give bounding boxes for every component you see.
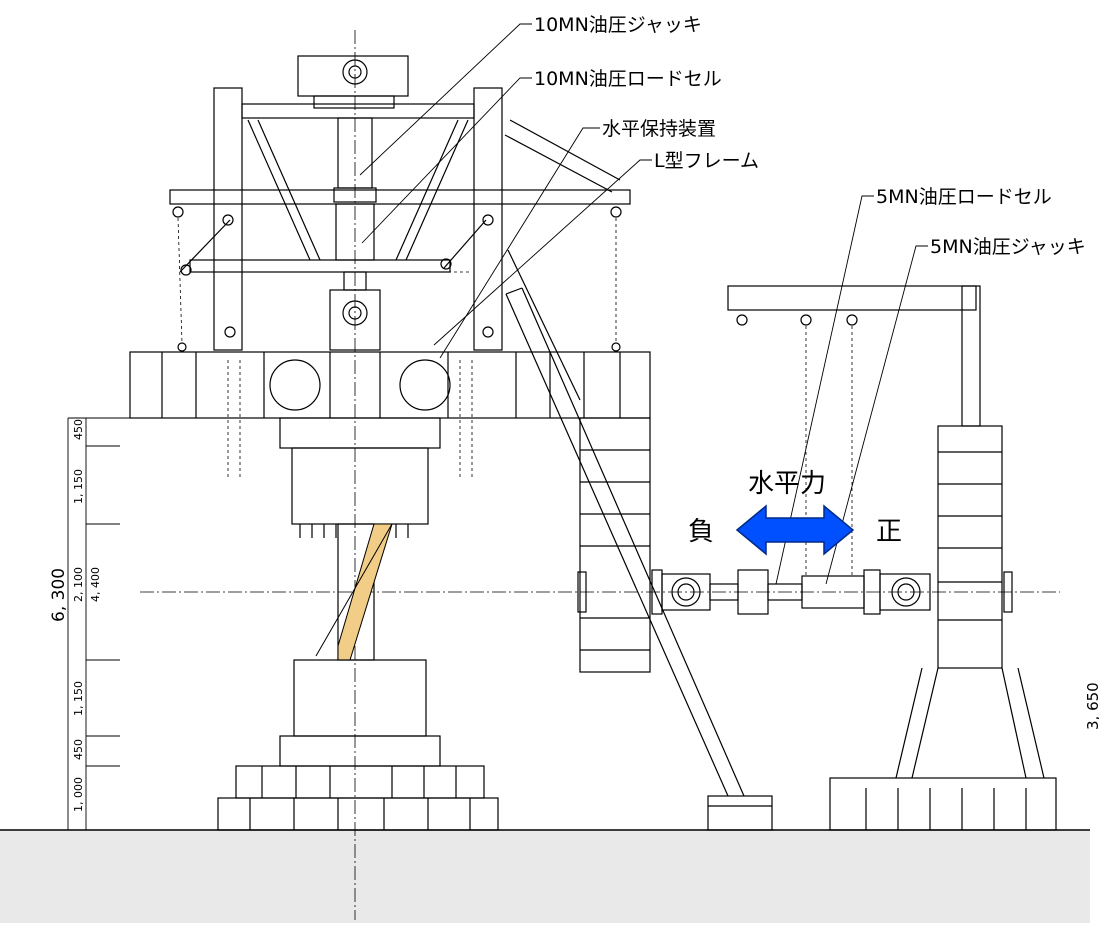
dim-450-top: 450 bbox=[72, 419, 85, 440]
horizontal-holder-strut bbox=[505, 249, 773, 831]
callout-leaders bbox=[359, 23, 928, 585]
right-reaction-frame bbox=[727, 285, 1057, 831]
dim-2100: 2, 100 bbox=[72, 567, 85, 602]
dim-1150-top: 1, 150 bbox=[72, 469, 85, 504]
hanger-rods bbox=[177, 217, 617, 480]
callout-5mn-loadcell: 5MN油圧ロードセル bbox=[876, 186, 1052, 208]
upper-loading-block bbox=[279, 417, 441, 538]
upper-loading-frame bbox=[169, 55, 631, 352]
dim-1150-bottom: 1, 150 bbox=[72, 681, 85, 716]
horizontal-force-label: 水平力 bbox=[748, 469, 826, 499]
lower-footing bbox=[217, 659, 499, 831]
horizontal-actuator bbox=[577, 569, 1013, 615]
l-frame bbox=[129, 351, 651, 673]
callout-10mn-loadcell: 10MN油圧ロードセル bbox=[534, 68, 722, 90]
ground bbox=[0, 830, 1090, 923]
callout-horizontal-holder: 水平保持装置 bbox=[602, 118, 716, 140]
callout-5mn-jack: 5MN油圧ジャッキ bbox=[930, 236, 1086, 258]
dim-right-3650: 3, 650 bbox=[1084, 682, 1099, 730]
horizontal-force-arrow bbox=[735, 504, 855, 556]
callout-10mn-jack: 10MN油圧ジャッキ bbox=[534, 14, 702, 36]
positive-direction-label: 正 bbox=[876, 517, 902, 547]
dim-450-bottom: 450 bbox=[72, 739, 85, 760]
dim-total-6300: 6, 300 bbox=[49, 568, 69, 622]
negative-direction-label: 負 bbox=[688, 517, 714, 547]
dim-1000: 1, 000 bbox=[72, 777, 85, 812]
dimension-lines bbox=[67, 417, 130, 831]
callout-l-frame: L型フレーム bbox=[654, 150, 759, 172]
dim-4400: 4, 400 bbox=[89, 567, 102, 602]
